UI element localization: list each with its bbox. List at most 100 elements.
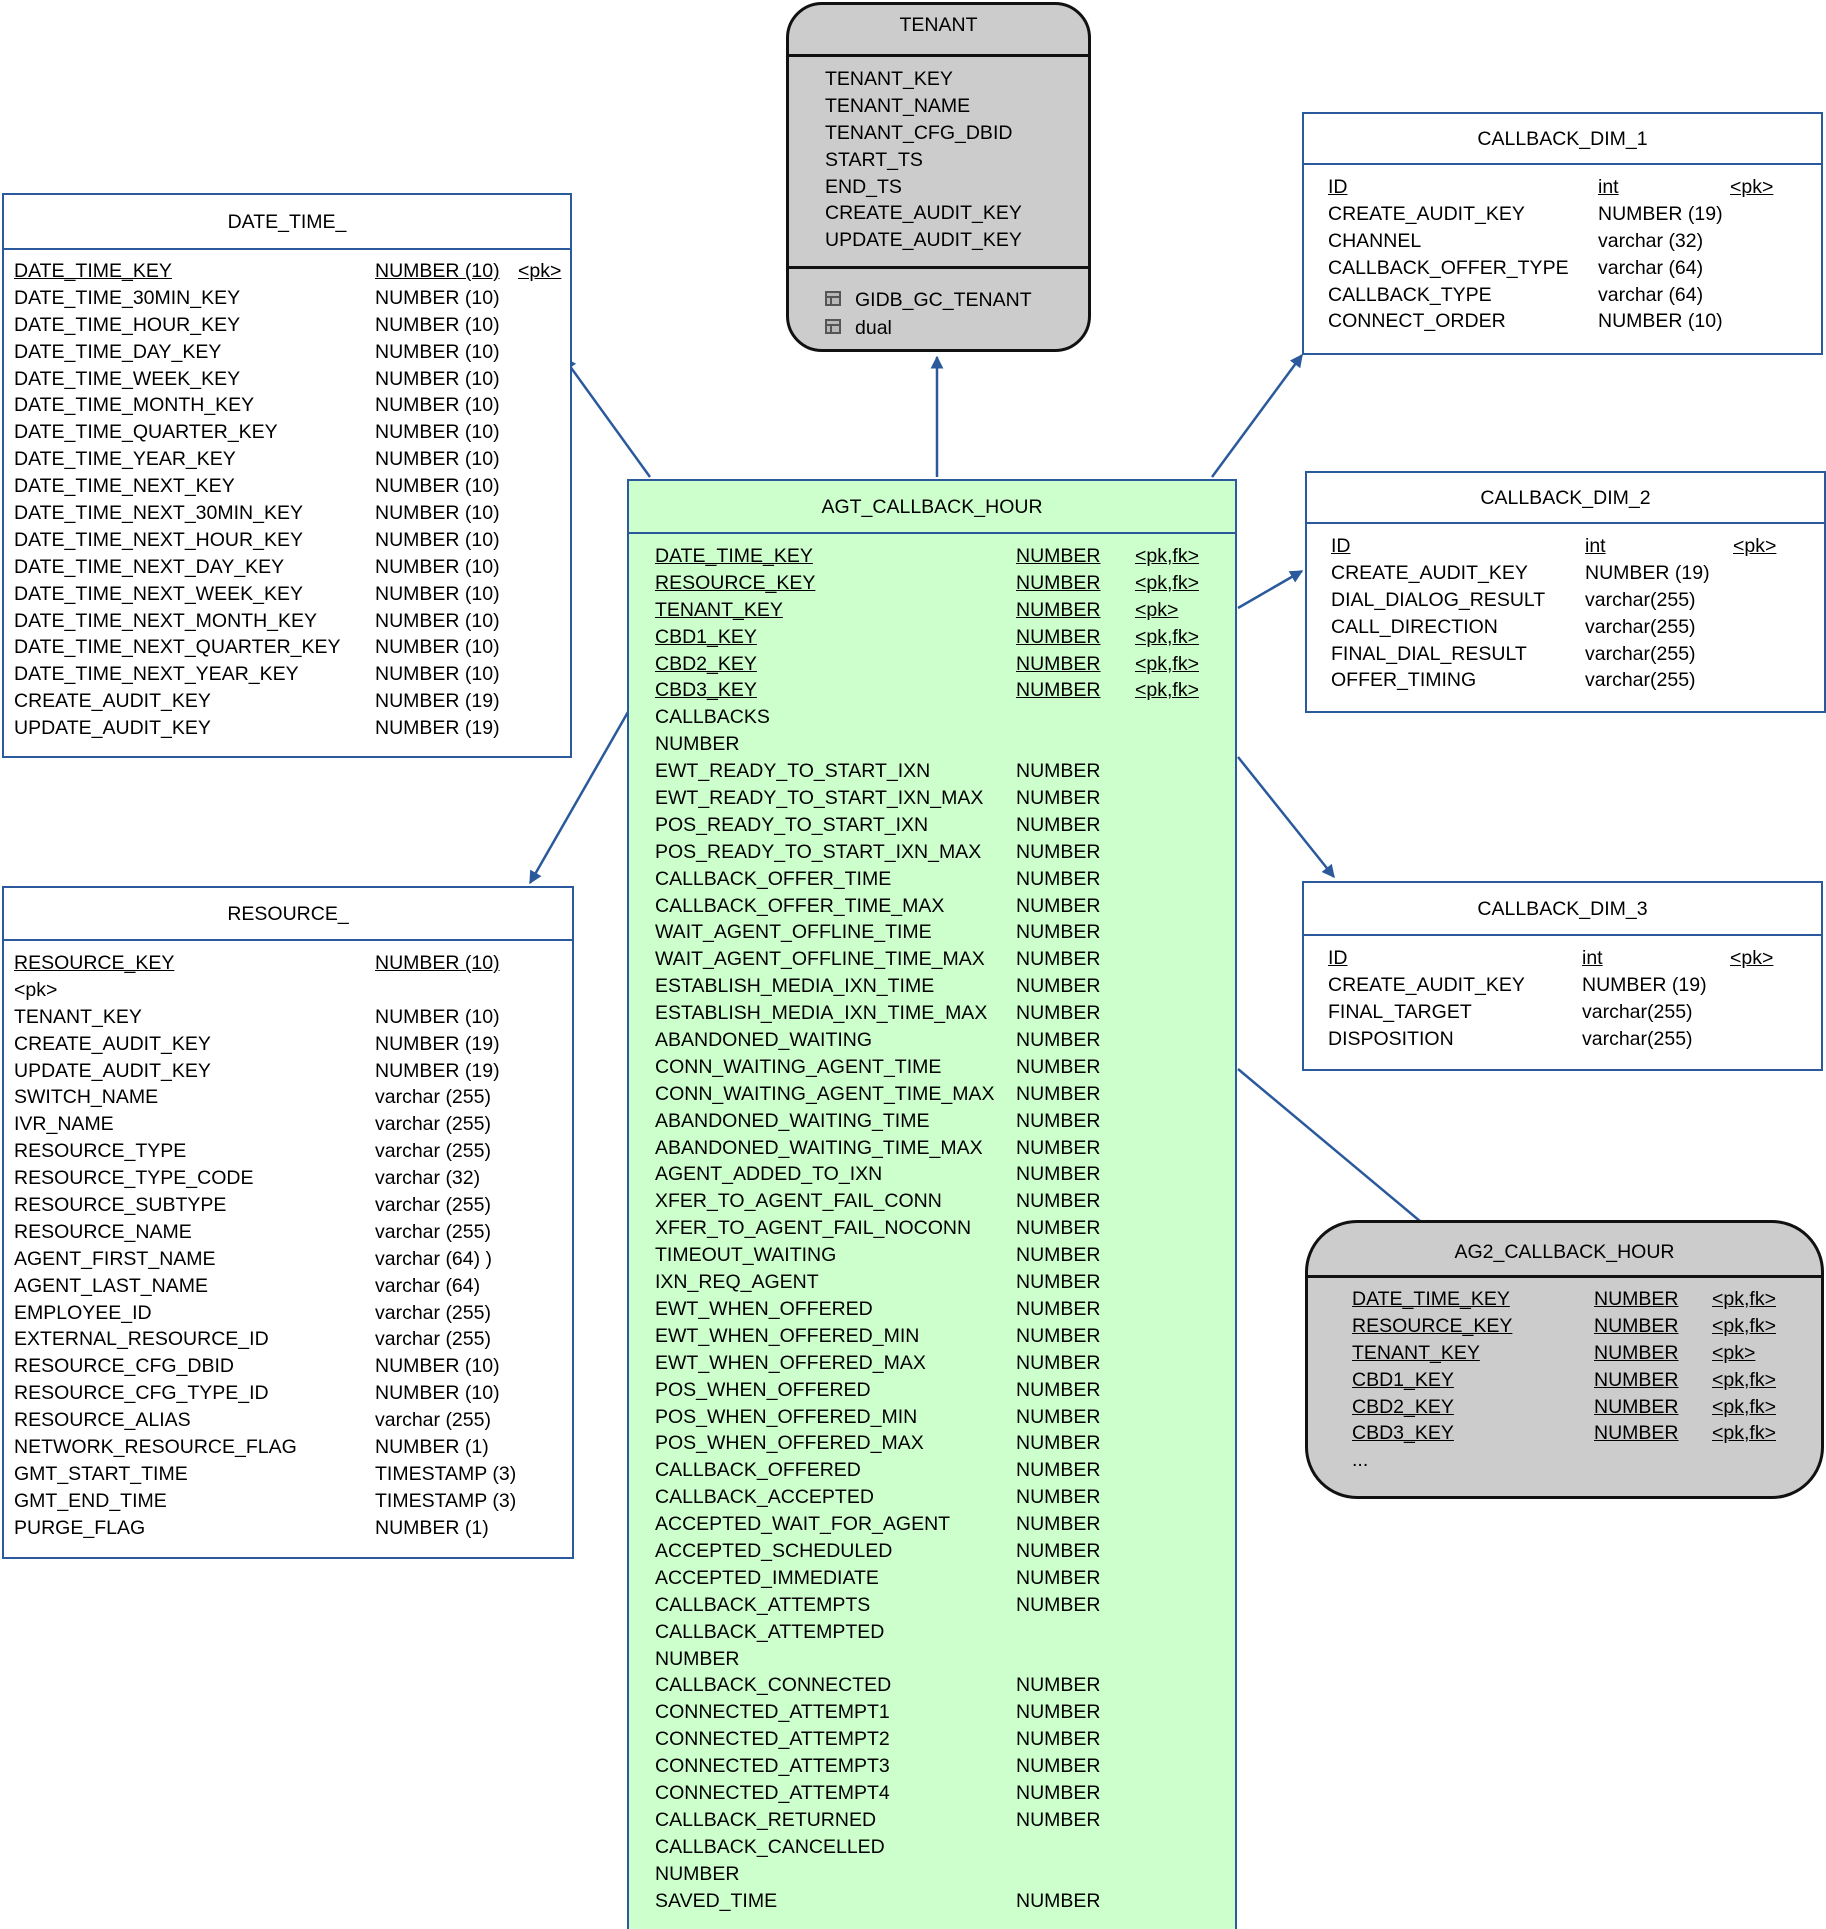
column-name: ABANDONED_WAITING: [655, 1029, 873, 1052]
column-type: NUMBER: [1016, 1781, 1101, 1804]
column-row: CALLBACK_CANCELLED: [629, 1833, 1235, 1860]
column-name: EXTERNAL_RESOURCE_ID: [14, 1328, 269, 1351]
column-type: NUMBER: [1594, 1341, 1679, 1364]
column-type: NUMBER (10): [375, 367, 500, 390]
table-icon: [825, 319, 841, 334]
entity-title: AGT_CALLBACK_HOUR: [629, 481, 1235, 534]
column-name: ESTABLISH_MEDIA_IXN_TIME: [655, 975, 935, 998]
column-name: DATE_TIME_DAY_KEY: [14, 340, 222, 363]
table-icon: [825, 291, 841, 306]
column-name: SWITCH_NAME: [14, 1086, 159, 1109]
column-name: AGENT_LAST_NAME: [14, 1274, 208, 1297]
column-type: NUMBER (10): [375, 1355, 500, 1378]
column-name: UPDATE_AUDIT_KEY: [825, 229, 1022, 252]
column-type: NUMBER (10): [375, 663, 500, 686]
column-type: NUMBER (10): [375, 394, 500, 417]
column-name: UPDATE_AUDIT_KEY: [14, 717, 211, 740]
column-type: NUMBER (19): [375, 1059, 500, 1082]
column-name: EWT_WHEN_OFFERED_MIN: [655, 1324, 920, 1347]
column-name: ACCEPTED_IMMEDIATE: [655, 1566, 879, 1589]
column-name: CALLBACK_OFFER_TIME: [655, 867, 892, 890]
column-type: NUMBER (19): [375, 1032, 500, 1055]
entity-title: CALLBACK_DIM_3: [1304, 883, 1821, 936]
column-name: RESOURCE_KEY: [1352, 1314, 1513, 1337]
column-type: NUMBER: [1016, 1889, 1101, 1912]
column-name: CBD2_KEY: [1352, 1395, 1454, 1418]
column-type: varchar(255): [1582, 1027, 1693, 1050]
column-type: NUMBER (19): [375, 717, 500, 740]
column-name: DATE_TIME_NEXT_QUARTER_KEY: [14, 636, 341, 659]
column-type: varchar (32): [375, 1167, 481, 1190]
column-name: CHANNEL: [1328, 229, 1422, 252]
column-name: DATE_TIME_KEY: [14, 260, 172, 282]
column-type: varchar(255): [1582, 1000, 1693, 1023]
arrow-to-callback-dim-1: [1210, 353, 1304, 478]
column-name: POS_READY_TO_START_IXN_MAX: [655, 840, 982, 863]
column-name: CALLBACK_CONNECTED: [655, 1674, 892, 1697]
column-type: NUMBER: [1594, 1422, 1679, 1445]
column-type: NUMBER: [1016, 571, 1101, 594]
column-name: CALLBACK_ATTEMPTED: [655, 1620, 885, 1643]
column-type: NUMBER (10): [375, 609, 500, 632]
column-name: ESTABLISH_MEDIA_IXN_TIME_MAX: [655, 1002, 988, 1025]
column-type: NUMBER: [1016, 1244, 1101, 1267]
column-type: NUMBER: [1016, 1271, 1101, 1294]
column-row: CREATE_AUDIT_KEY: [789, 199, 1088, 226]
column-key: <pk,fk>: [1712, 1368, 1776, 1391]
entity-title: CALLBACK_DIM_2: [1307, 473, 1824, 524]
column-type: varchar (64): [375, 1274, 481, 1297]
column-type: NUMBER: [1016, 1459, 1101, 1482]
usage-item: dual: [789, 313, 1088, 341]
column-name: AGENT_FIRST_NAME: [14, 1247, 216, 1270]
column-name: <pk>: [14, 978, 58, 1001]
column-key: <pk,fk>: [1712, 1314, 1776, 1337]
column-name: ACCEPTED_WAIT_FOR_AGENT: [655, 1513, 951, 1536]
column-type: NUMBER: [1016, 894, 1101, 917]
column-type: NUMBER: [1594, 1288, 1679, 1310]
column-name: CBD3_KEY: [1352, 1422, 1454, 1445]
column-type: NUMBER: [1016, 598, 1101, 621]
entity-title: DATE_TIME_: [4, 195, 570, 250]
column-name: WAIT_AGENT_OFFLINE_TIME_MAX: [655, 948, 985, 971]
column-name: DISPOSITION: [1328, 1027, 1454, 1050]
column-name: DATE_TIME_HOUR_KEY: [14, 313, 241, 336]
column-name: CALLBACK_OFFER_TYPE: [1328, 256, 1569, 279]
column-name: RESOURCE_NAME: [14, 1220, 192, 1243]
column-name: NUMBER: [655, 1647, 740, 1670]
column-type: NUMBER: [1594, 1395, 1679, 1418]
column-row: START_TS: [789, 146, 1088, 173]
column-type: NUMBER (10): [375, 340, 500, 363]
